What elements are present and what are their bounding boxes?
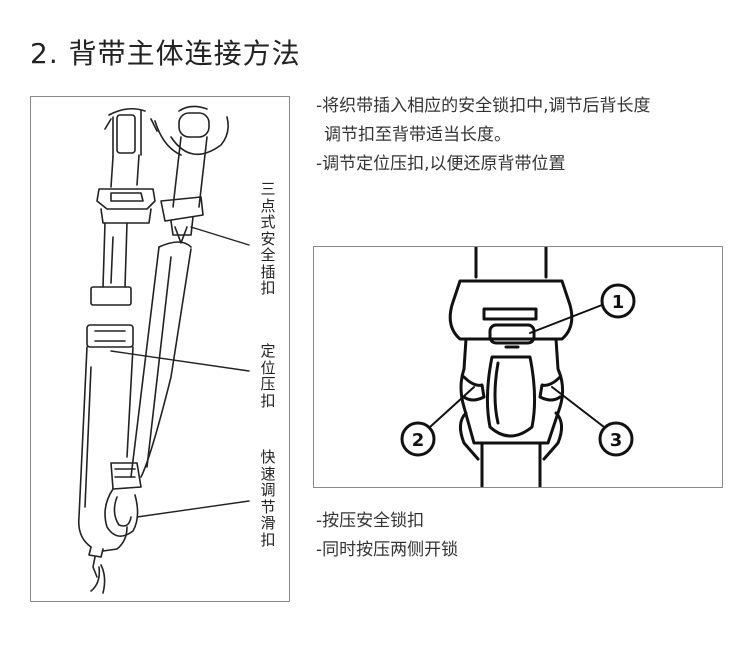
callout-1: 1: [612, 292, 625, 313]
instruction-4: -同时按压两侧开锁: [316, 540, 459, 560]
instructions-top: -将织带插入相应的安全锁扣中,调节后背长度 调节扣至背带适当长度。 -调节定位压…: [316, 92, 736, 179]
page-title: 2. 背带主体连接方法: [30, 37, 301, 70]
instructions-bottom: -按压安全锁扣 -同时按压两侧开锁: [316, 507, 736, 565]
callout-3: 3: [610, 430, 623, 451]
label-three-point-buckle: 三点式安全插扣: [260, 180, 276, 297]
buckle-illustration: 1 2 3: [400, 247, 636, 487]
instruction-1: -将织带插入相应的安全锁扣中,调节后背长度: [316, 96, 651, 116]
instruction-3: -按压安全锁扣: [316, 511, 425, 531]
strap-illustration: [77, 105, 250, 594]
label-positioning-clip: 定位压扣: [260, 342, 276, 410]
callout-2: 2: [412, 430, 425, 451]
buckle-diagram: 1 2 3: [313, 246, 723, 488]
strap-diagram: 三点式安全插扣 定位压扣 快速调节滑扣: [30, 96, 290, 602]
label-quick-adjust-slider: 快速调节滑扣: [260, 448, 276, 549]
instruction-2: -调节定位压扣,以便还原背带位置: [316, 154, 566, 174]
instruction-1-cont: 调节扣至背带适当长度。: [324, 125, 511, 145]
